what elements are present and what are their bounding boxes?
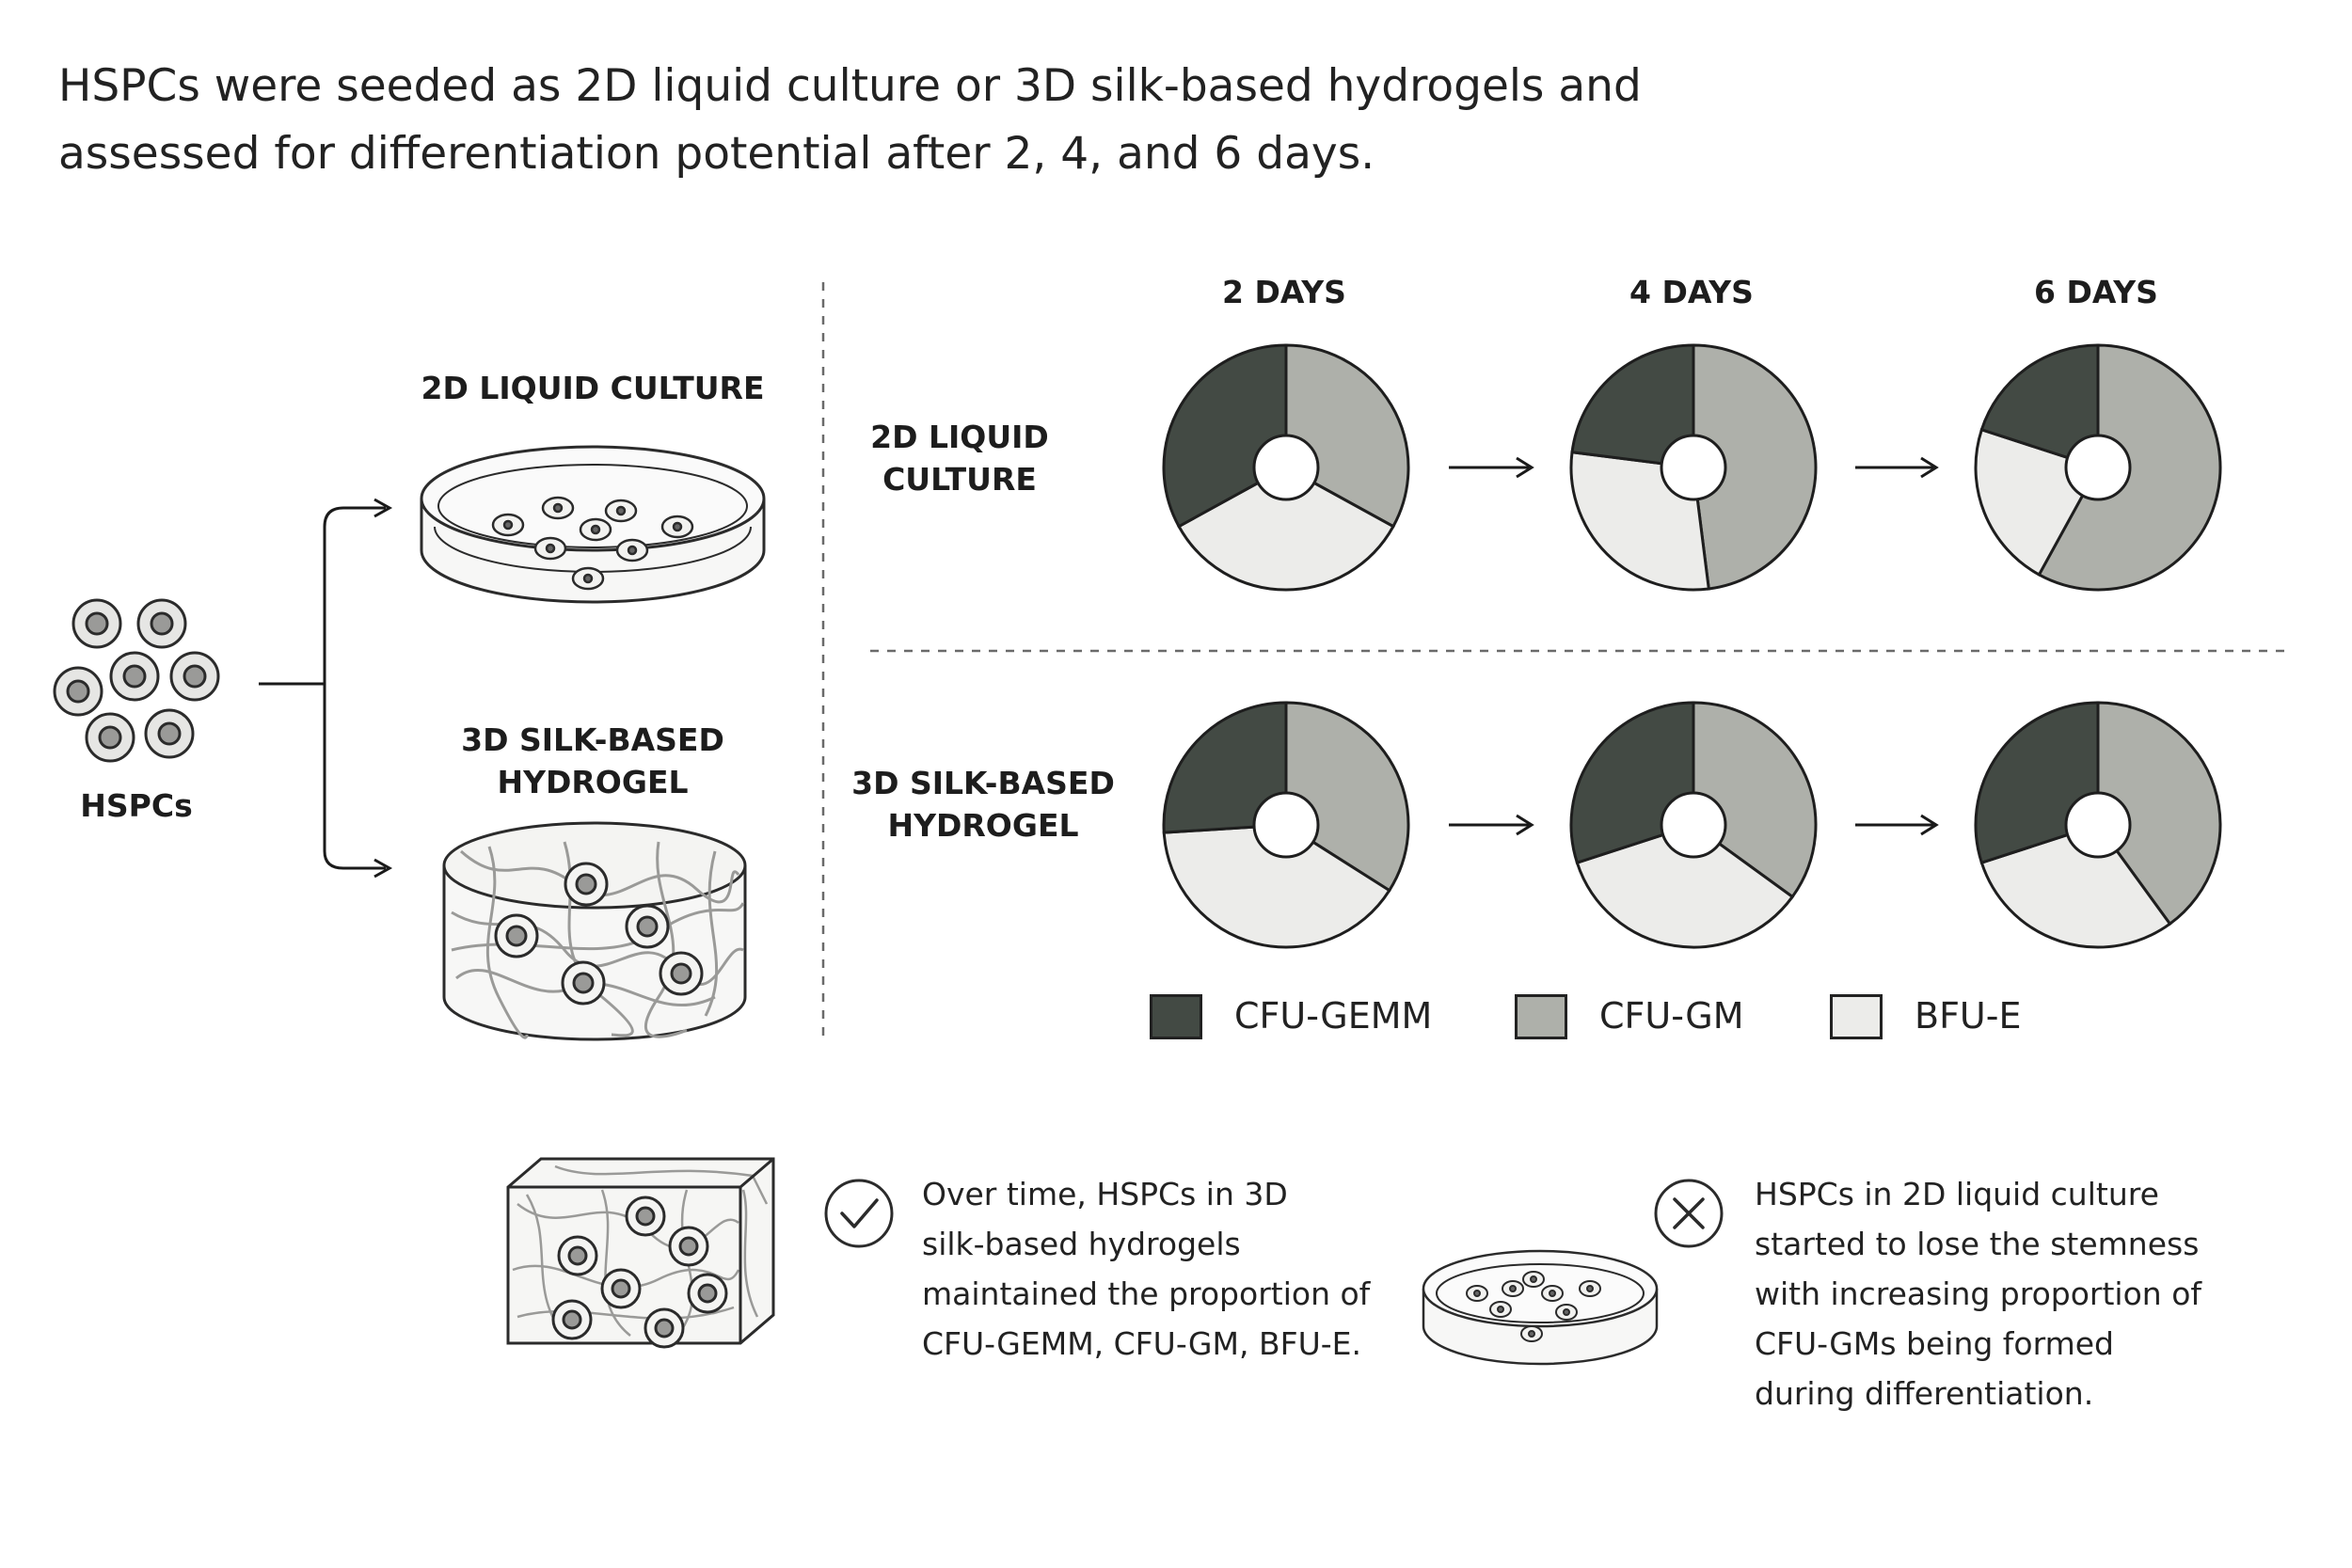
time-arrows xyxy=(1449,456,1939,836)
pie-slice-cfu-gm xyxy=(2096,701,2222,927)
figure-headline: HSPCs were seeded as 2D liquid culture o… xyxy=(58,60,1642,180)
conclusion-negative-line: CFU-GMs being formed xyxy=(1755,1325,2114,1362)
pie-center-hole xyxy=(2064,791,2132,859)
legend-label-cfu-gemm: CFU-GEMM xyxy=(1234,995,1433,1037)
legend-swatch-cfu-gm xyxy=(1515,994,1567,1039)
conclusion-positive-text: Over time, HSPCs in 3D silk-based hydrog… xyxy=(922,1169,1411,1369)
pie-slice-bfu-e xyxy=(1575,823,1795,949)
pie-slice-cfu-gm xyxy=(1284,343,1410,529)
branch-3d-label: 3D SILK-BASED HYDROGEL xyxy=(461,721,724,800)
hspc-cluster-icon xyxy=(53,598,220,763)
hspcs-label: HSPCs xyxy=(80,787,193,824)
conclusion-negative-text: HSPCs in 2D liquid culture started to lo… xyxy=(1755,1169,2281,1418)
pie-slice-cfu-gm xyxy=(1692,701,1818,899)
hydrogel-cube-icon xyxy=(506,1157,775,1349)
legend-label-cfu-gm: CFU-GM xyxy=(1599,995,1744,1037)
legend-swatch-bfu-e xyxy=(1830,994,1883,1039)
legend-label-bfu-e: BFU-E xyxy=(1915,995,2022,1037)
column-header-6-days: 6 DAYS xyxy=(2034,274,2158,310)
pie-center-hole xyxy=(2064,434,2132,501)
pie-slice-cfu-gm xyxy=(1692,343,1818,591)
pie-slice-cfu-gemm xyxy=(1162,343,1288,529)
pie-slice-cfu-gemm xyxy=(1979,343,2100,470)
pie-slice-cfu-gemm xyxy=(1570,343,1695,469)
conclusion-positive-line: CFU-GEMM, CFU-GM, BFU-E. xyxy=(922,1325,1361,1362)
conclusion-positive-line: maintained the proportion of xyxy=(922,1275,1371,1312)
conclusion-negative-line: started to lose the stemness xyxy=(1755,1226,2200,1262)
pie-slice-bfu-e xyxy=(1979,823,2172,949)
column-header-4-days: 4 DAYS xyxy=(1629,274,1754,310)
small-petri-dish-icon xyxy=(1422,1249,1659,1366)
branch-2d-label: 2D LIQUID CULTURE xyxy=(421,370,765,406)
column-header-2-days: 2 DAYS xyxy=(1222,274,1346,310)
row-label-2d: 2D LIQUID CULTURE xyxy=(870,419,1049,498)
pie-slice-bfu-e xyxy=(1162,823,1391,949)
conclusion-negative-line: HSPCs in 2D liquid culture xyxy=(1755,1176,2159,1212)
check-icon xyxy=(824,1179,894,1248)
row-label-3d: 3D SILK-BASED HYDROGEL xyxy=(851,765,1115,844)
cross-icon xyxy=(1654,1179,1724,1248)
hydrogel-cylinder-icon xyxy=(442,821,747,1041)
conclusion-negative-line: during differentiation. xyxy=(1755,1375,2094,1412)
pie-center-hole xyxy=(1252,434,1320,501)
pie-center-hole xyxy=(1660,791,1727,859)
conclusion-negative-line: with increasing proportion of xyxy=(1755,1275,2202,1312)
legend-swatch-cfu-gemm xyxy=(1150,994,1202,1039)
pie-center-hole xyxy=(1252,791,1320,859)
conclusion-positive-line: silk-based hydrogels xyxy=(922,1226,1241,1262)
branch-arrows xyxy=(259,498,393,879)
pie-center-hole xyxy=(1660,434,1727,501)
petri-dish-icon xyxy=(420,445,766,604)
conclusion-positive-line: Over time, HSPCs in 3D xyxy=(922,1176,1288,1212)
pie-slice-cfu-gemm xyxy=(1162,701,1288,834)
